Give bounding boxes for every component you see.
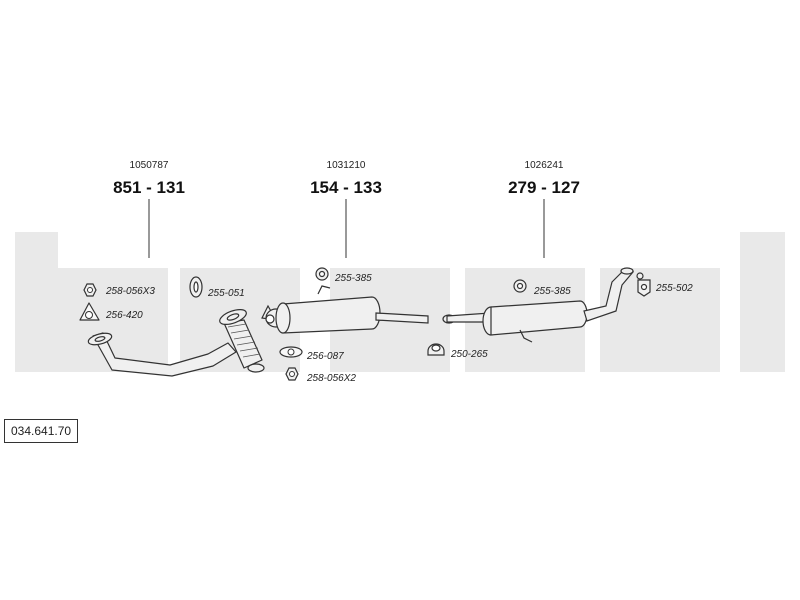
pipe-clamp-icon — [427, 343, 445, 356]
component-258-056x2[interactable]: 258-056X2 — [285, 367, 356, 384]
component-256-420[interactable]: 256-420 — [79, 302, 143, 321]
rubber-ring-icon — [315, 267, 329, 281]
component-255-502[interactable]: 255-502 — [636, 272, 693, 297]
component-255-385-centre[interactable]: 255-385 — [315, 267, 372, 284]
component-256-087[interactable]: 256-087 — [279, 346, 344, 362]
front-pipe[interactable] — [87, 307, 265, 377]
component-label: 255-502 — [655, 283, 693, 294]
component-label: 255-385 — [533, 286, 571, 297]
diagram-code: 034.641.70 — [4, 419, 79, 443]
assembly-2[interactable]: 1031210 154 - 133 — [310, 160, 382, 258]
assembly-ref: 1026241 — [525, 160, 564, 171]
rear-silencer[interactable] — [442, 267, 635, 343]
assembly-3[interactable]: 1026241 279 - 127 — [508, 160, 580, 258]
component-255-051[interactable]: 255-051 — [189, 276, 245, 299]
centre-silencer[interactable] — [261, 285, 429, 334]
component-label: 258-056X2 — [306, 373, 356, 384]
assembly-part-number: 154 - 133 — [310, 178, 382, 197]
assembly-part-number: 851 - 131 — [113, 178, 185, 197]
assembly-part-number: 279 - 127 — [508, 178, 580, 197]
assembly-1[interactable]: 1050787 851 - 131 — [113, 160, 185, 258]
component-250-265[interactable]: 250-265 — [427, 343, 488, 360]
rubber-mount-icon — [189, 276, 203, 298]
component-label: 258-056X3 — [105, 286, 155, 297]
assembly-ref: 1031210 — [327, 160, 366, 171]
component-label: 250-265 — [450, 349, 488, 360]
rubber-ring-icon — [513, 279, 527, 293]
component-255-385-rear[interactable]: 255-385 — [513, 279, 571, 297]
component-258-056x3[interactable]: 258-056X3 — [83, 283, 155, 297]
assembly-ref: 1050787 — [130, 160, 169, 171]
component-label: 255-385 — [334, 273, 372, 284]
component-label: 255-051 — [207, 288, 245, 299]
watermark-logo — [15, 232, 785, 372]
component-label: 256-420 — [105, 310, 143, 321]
component-label: 256-087 — [306, 351, 344, 362]
hanger-bracket-icon — [636, 272, 651, 297]
